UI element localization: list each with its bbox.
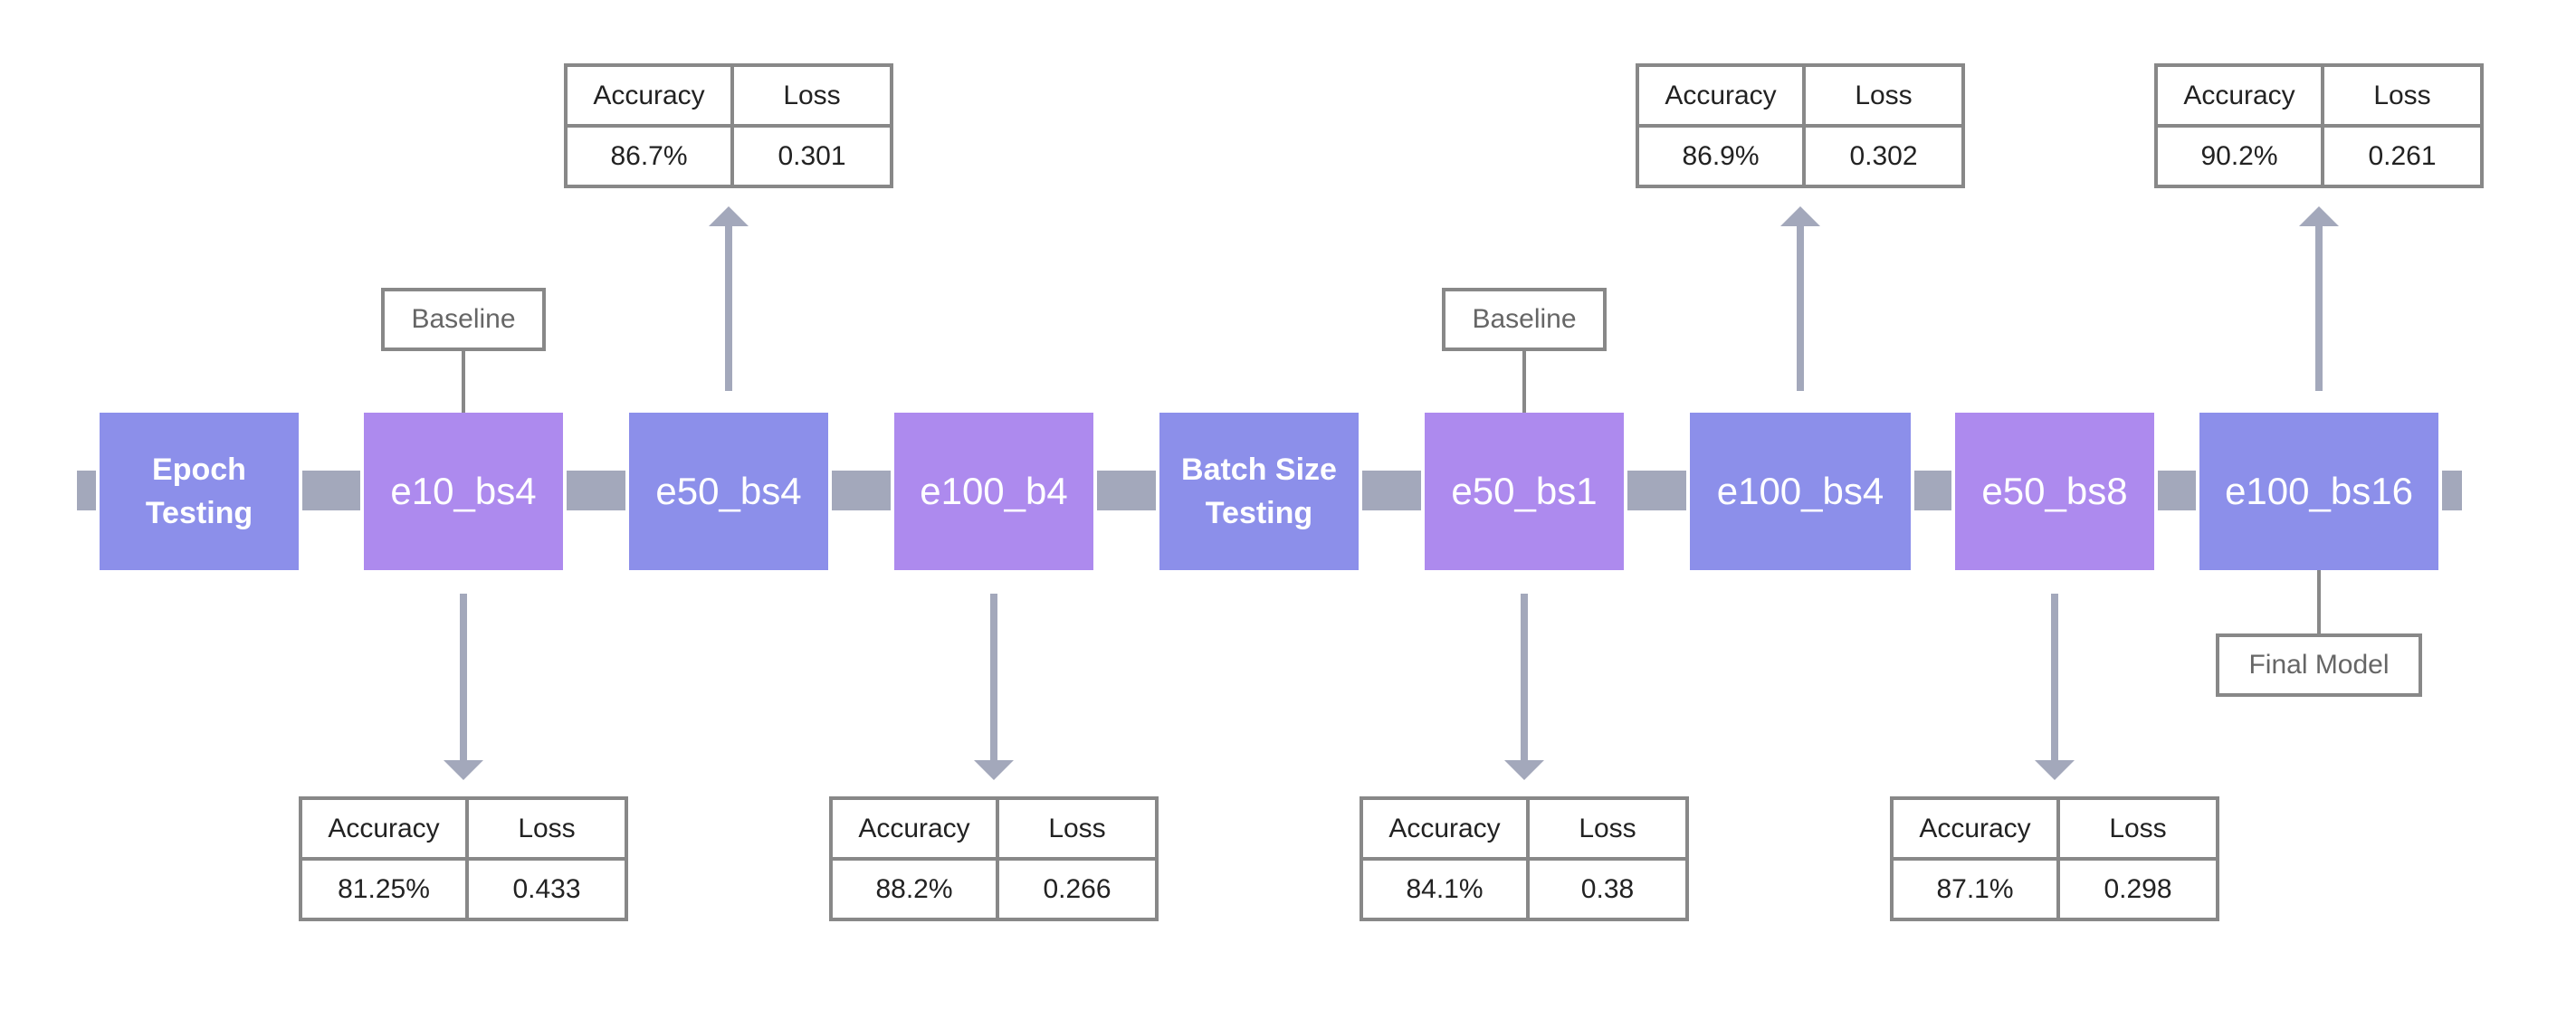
baseline-tag: Baseline [1442, 288, 1607, 351]
accuracy-value: 84.1% [1406, 873, 1484, 904]
loss-value: 0.433 [512, 873, 581, 904]
accuracy-header: Accuracy [1919, 813, 2031, 843]
accuracy-header: Accuracy [593, 80, 705, 110]
node-e100-bs16: e100_bs16 [2199, 413, 2438, 570]
accuracy-value: 86.9% [1682, 140, 1760, 171]
loss-header: Loss [518, 813, 576, 843]
arrow-head [2035, 760, 2075, 780]
table-divider [568, 124, 890, 128]
accuracy-value: 81.25% [338, 873, 430, 904]
metrics-table: Accuracy Loss 86.7% 0.301 [564, 63, 893, 188]
loss-header: Loss [2373, 80, 2431, 110]
node-label: e100_bs4 [1716, 470, 1884, 512]
loss-value: 0.298 [2104, 873, 2172, 904]
accuracy-header: Accuracy [1665, 80, 1777, 110]
accuracy-header: Accuracy [328, 813, 440, 843]
timeline-bar-segment [302, 471, 360, 510]
timeline-bar-segment [1914, 471, 1951, 510]
table-divider [2158, 124, 2480, 128]
node-e50-bs4: e50_bs4 [629, 413, 828, 570]
node-label: e100_bs16 [2225, 470, 2413, 512]
metrics-table: Accuracy Loss 90.2% 0.261 [2154, 63, 2484, 188]
loss-value: 0.266 [1043, 873, 1111, 904]
timeline-bar-segment [1097, 471, 1156, 510]
timeline-bar-segment [77, 471, 96, 510]
node-epoch-testing: Epoch Testing [100, 413, 299, 570]
node-e10-bs4: e10_bs4 [364, 413, 563, 570]
node-label: e50_bs4 [655, 470, 802, 512]
arrow-head [1780, 206, 1820, 226]
arrow-head [709, 206, 749, 226]
arrow-head [444, 760, 483, 780]
loss-value: 0.38 [1580, 873, 1635, 904]
table-divider [833, 857, 1155, 861]
table-divider [1894, 857, 2216, 861]
accuracy-value: 88.2% [875, 873, 953, 904]
timeline-bar-segment [2158, 471, 2196, 510]
metrics-table: Accuracy Loss 81.25% 0.433 [299, 796, 628, 921]
accuracy-header: Accuracy [1388, 813, 1501, 843]
table-divider [302, 857, 625, 861]
loss-header: Loss [1855, 80, 1913, 110]
timeline-bar-segment [1362, 471, 1421, 510]
node-e50-bs1: e50_bs1 [1425, 413, 1624, 570]
node-e100-b4: e100_b4 [894, 413, 1093, 570]
node-batch-size-testing: Batch Size Testing [1159, 413, 1359, 570]
node-e50-bs8: e50_bs8 [1955, 413, 2154, 570]
arrow-head [974, 760, 1014, 780]
timeline-bar-segment [832, 471, 891, 510]
accuracy-value: 90.2% [2200, 140, 2278, 171]
node-label: Epoch Testing [145, 452, 253, 530]
loss-header: Loss [783, 80, 841, 110]
node-label: e50_bs8 [1981, 470, 2128, 512]
metrics-table: Accuracy Loss 86.9% 0.302 [1636, 63, 1965, 188]
metrics-table: Accuracy Loss 88.2% 0.266 [829, 796, 1159, 921]
accuracy-value: 87.1% [1936, 873, 2014, 904]
metrics-table: Accuracy Loss 84.1% 0.38 [1360, 796, 1689, 921]
timeline-bar-segment [1627, 471, 1686, 510]
accuracy-value: 86.7% [610, 140, 688, 171]
loss-header: Loss [2109, 813, 2167, 843]
node-label: e100_b4 [920, 470, 1068, 512]
baseline-tag: Baseline [381, 288, 546, 351]
node-label: e50_bs1 [1451, 470, 1598, 512]
node-label: Batch Size Testing [1181, 452, 1337, 530]
node-label: e10_bs4 [390, 470, 537, 512]
accuracy-header: Accuracy [2183, 80, 2295, 110]
timeline-bar-segment [567, 471, 625, 510]
loss-value: 0.302 [1849, 140, 1918, 171]
table-divider [1363, 857, 1685, 861]
accuracy-header: Accuracy [858, 813, 970, 843]
arrow-head [2299, 206, 2339, 226]
table-divider [1639, 124, 1961, 128]
metrics-table: Accuracy Loss 87.1% 0.298 [1890, 796, 2219, 921]
loss-header: Loss [1579, 813, 1636, 843]
loss-header: Loss [1048, 813, 1106, 843]
final-model-tag: Final Model [2216, 633, 2422, 697]
loss-value: 0.261 [2368, 140, 2437, 171]
node-e100-bs4: e100_bs4 [1690, 413, 1911, 570]
timeline-bar-segment [2442, 471, 2462, 510]
arrow-head [1504, 760, 1544, 780]
loss-value: 0.301 [778, 140, 846, 171]
